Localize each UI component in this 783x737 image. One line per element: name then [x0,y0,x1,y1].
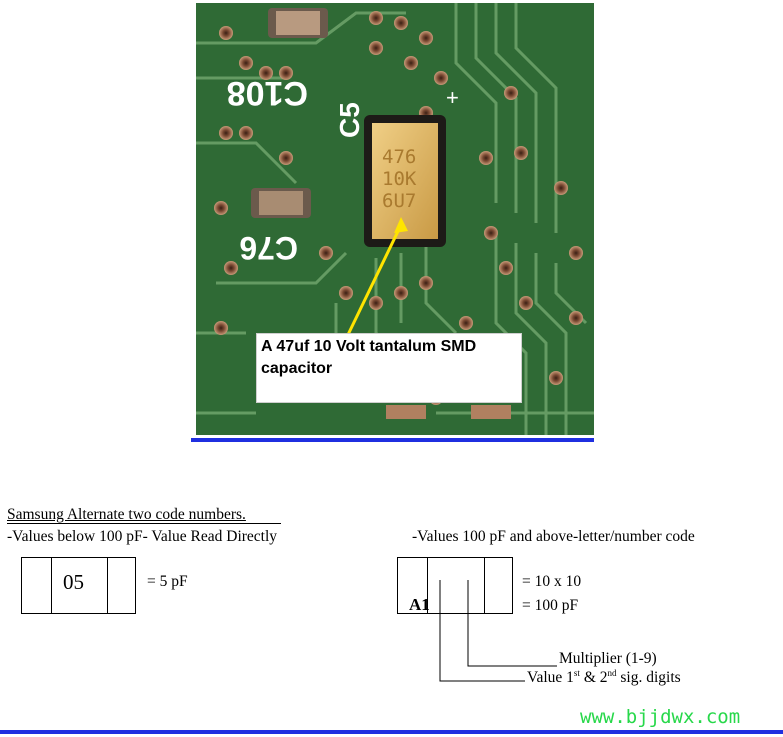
title-rule [7,523,281,524]
polarity-plus: + [446,85,459,110]
multiplier-label: Multiplier (1-9) [559,650,657,667]
silk-c76: C76 [239,230,298,266]
right-result-formula: = 10 x 10 [522,573,582,590]
left-code-box [21,557,136,614]
left-subtitle: -Values below 100 pF- Value Read Directl… [7,528,278,545]
cap-mark-1: 476 [382,146,416,168]
photo-callout: A 47uf 10 Volt tantalum SMD capacitor [256,333,522,403]
photo-underline [191,438,594,442]
right-code: A1 [409,595,430,614]
left-code: 05 [63,570,84,594]
cap-mark-3: 6U7 [382,190,416,212]
cap-mark-2: 10K [382,168,417,190]
callout-arrow [342,224,403,344]
right-subtitle: -Values 100 pF and above-letter/number c… [412,528,695,545]
bottom-rule [0,730,783,734]
silk-c5: C5 [334,102,365,138]
silk-c108: C108 [227,74,308,112]
left-result: = 5 pF [147,573,188,590]
pcb-photo: C108 C5 C76 + 476 10K 6U7 [196,3,594,435]
right-code-box [397,557,513,614]
value-digits-label: Value 1st & 2nd sig. digits [527,667,681,686]
section-title: Samsung Alternate two code numbers. [7,506,246,523]
right-result-value: = 100 pF [522,597,579,614]
site-watermark: www.bjjdwx.com [580,706,741,728]
